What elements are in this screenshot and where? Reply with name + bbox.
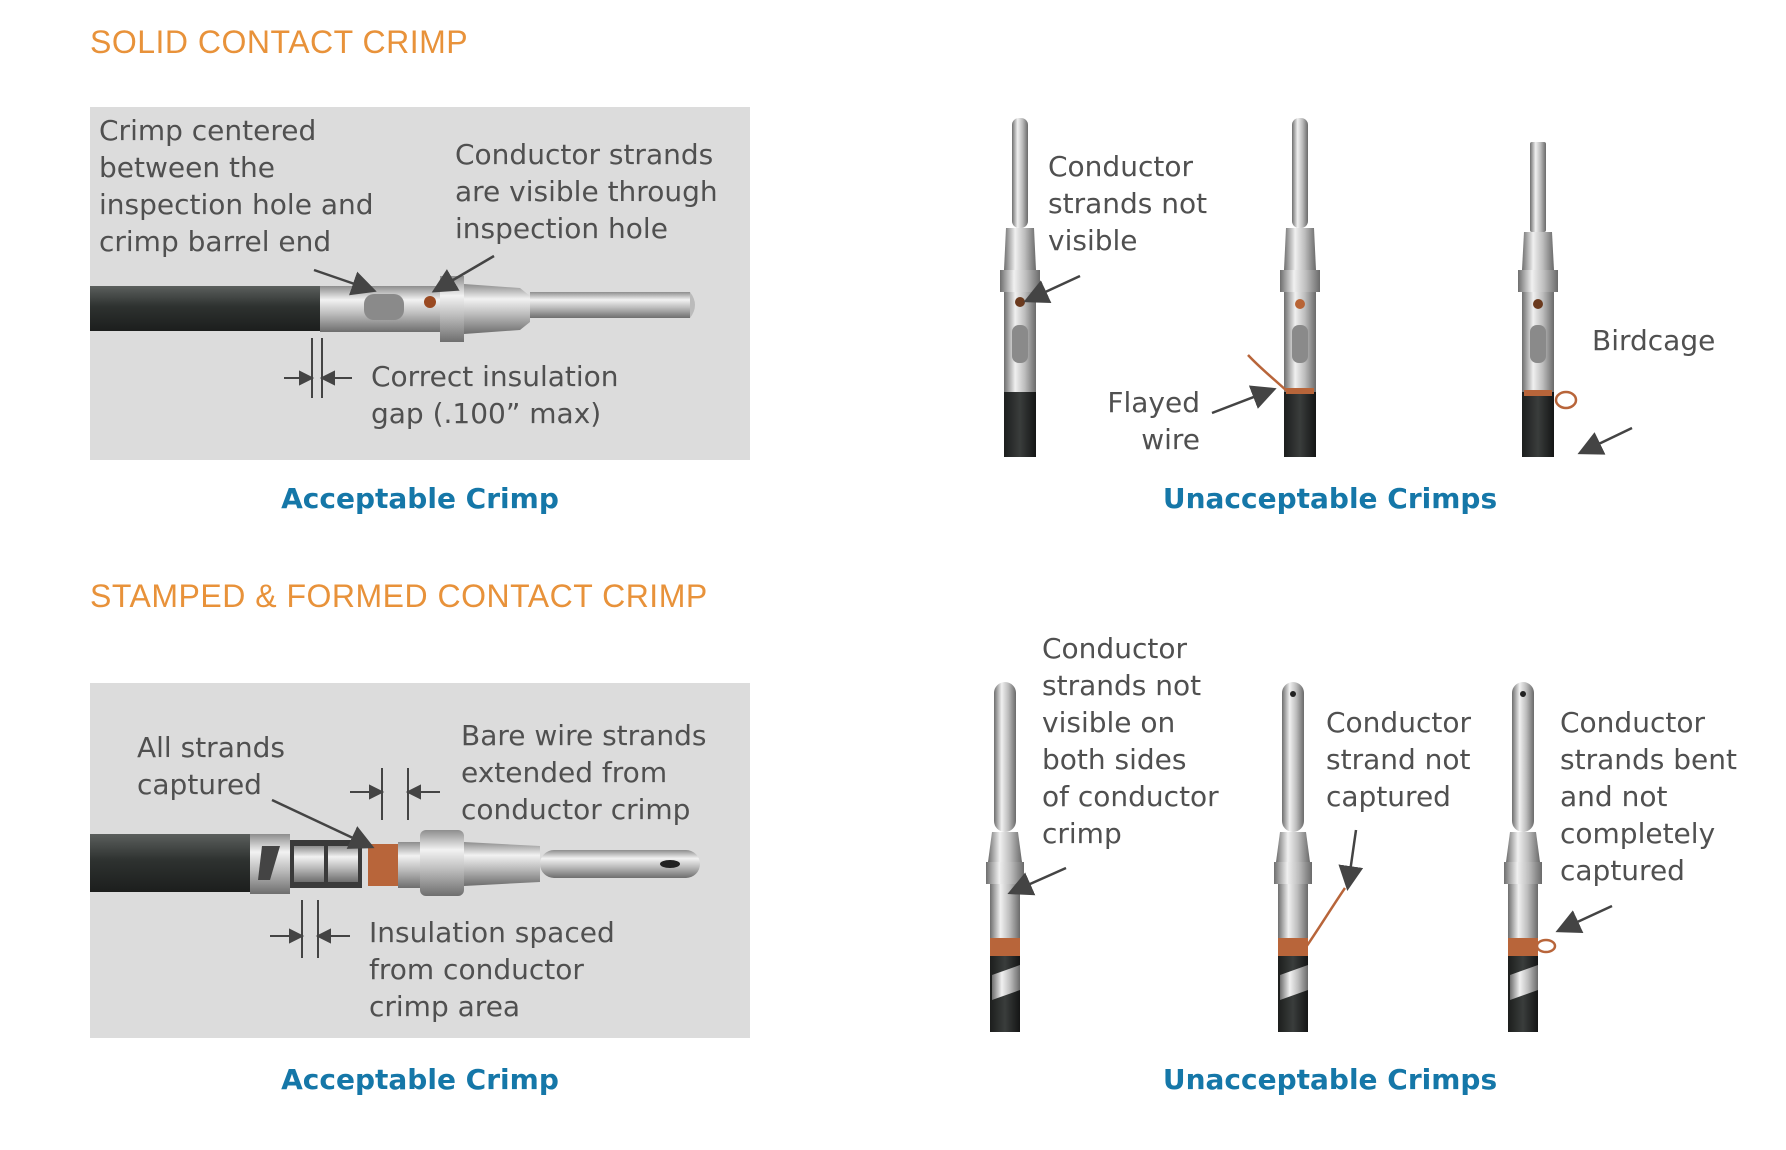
label-strands-bent: Conductor strands bent and not completel… [1560, 706, 1737, 887]
label-strand-not-captured: Conductor strand not captured [1326, 706, 1471, 813]
solid-acceptable-leader-lines [313, 254, 495, 296]
stamped-unacceptable-contact-2 [1274, 682, 1347, 1032]
stamped-acceptable-leader-lines [271, 798, 375, 849]
solid-unacceptable-contact-1 [1000, 118, 1040, 457]
label-all-strands-captured: All strands captured [137, 731, 285, 801]
solid-unacceptable-caption: Unacceptable Crimps [1162, 482, 1498, 515]
solid-gap-marks [284, 338, 352, 398]
solid-unacceptable-leader-lines [1023, 274, 1633, 455]
stamped-unacceptable-contact-1 [986, 682, 1024, 1032]
stamped-unacceptable-caption: Unacceptable Crimps [1162, 1063, 1498, 1096]
solid-acceptable-caption: Acceptable Crimp [281, 482, 559, 515]
stamped-unacceptable-leader-lines [1007, 829, 1613, 933]
label-crimp-centered: Crimp centered between the inspection ho… [99, 114, 374, 258]
label-insulation-spaced: Insulation spaced from conductor crimp a… [369, 916, 615, 1023]
stamped-acceptable-contact-illustration [90, 830, 700, 896]
stamped-contact-crimp-heading: STAMPED & FORMED CONTACT CRIMP [90, 578, 708, 614]
stamped-gap-marks [270, 768, 440, 958]
label-flayed-wire: Flayed wire [1107, 386, 1200, 456]
solid-contact-crimp-heading: SOLID CONTACT CRIMP [90, 24, 469, 60]
solid-unacceptable-contact-3 [1518, 142, 1578, 457]
label-strands-visible: Conductor strands are visible through in… [455, 138, 718, 245]
label-bare-wire-strands: Bare wire strands extended from conducto… [461, 719, 707, 826]
solid-acceptable-panel [90, 107, 750, 460]
stamped-acceptable-caption: Acceptable Crimp [281, 1063, 559, 1096]
solid-acceptable-contact-illustration [90, 276, 695, 342]
stamped-unacceptable-contact-3 [1504, 682, 1557, 1032]
label-birdcage: Birdcage [1592, 324, 1716, 357]
label-not-visible-both-sides: Conductor strands not visible on both si… [1042, 632, 1219, 850]
solid-unacceptable-contact-2 [1247, 118, 1320, 457]
label-insulation-gap: Correct insulation gap (.100” max) [371, 360, 619, 430]
label-strands-not-visible: Conductor strands not visible [1048, 150, 1208, 257]
